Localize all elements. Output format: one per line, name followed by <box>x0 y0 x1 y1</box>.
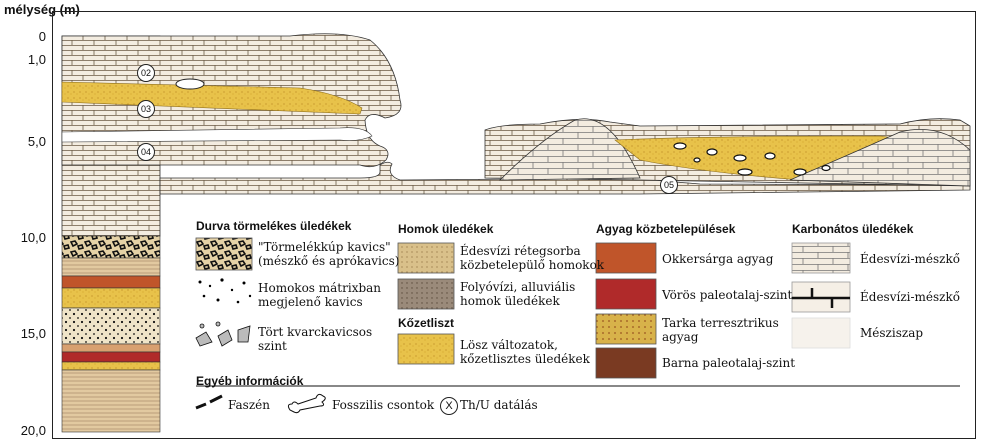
legend-heading-silt: Kőzetliszt <box>398 316 454 330</box>
depth-tick: 10,0 <box>2 230 46 245</box>
legend-heading-other: Egyéb információk <box>196 374 303 388</box>
depth-tick: 0 <box>2 29 46 44</box>
legend-item: homok üledékek <box>460 294 560 308</box>
legend-item: közbetelepülő homokok <box>460 258 604 272</box>
legend-heading-carbonate: Karbonátos üledékek <box>792 222 913 236</box>
legend-item: kőzetlisztes üledékek <box>460 352 590 366</box>
legend-item: Lösz változatok, <box>460 338 558 352</box>
legend-item: Fosszilis csontok <box>332 398 434 412</box>
depth-tick: 15,0 <box>2 326 46 341</box>
legend-item: Th/U datálás <box>460 398 538 412</box>
legend-item: Folyóvízi, alluviális <box>460 280 575 294</box>
legend-item: agyag <box>662 330 698 344</box>
depth-tick: 5,0 <box>2 134 46 149</box>
legend-item: Homokos mátrixban <box>258 281 381 295</box>
legend-item: Barna paleotalaj-szint <box>662 356 795 370</box>
sample-marker: 03 <box>137 100 155 118</box>
sample-marker: 05 <box>660 176 678 194</box>
dating-symbol: X <box>440 397 458 415</box>
depth-tick: 20,0 <box>2 423 46 438</box>
legend-heading-sand: Homok üledékek <box>398 222 493 236</box>
legend-item: szint <box>258 339 287 353</box>
legend-item: Tört kvarckavicsos <box>258 325 372 339</box>
legend-item: Tarka terresztrikus <box>662 316 779 330</box>
legend-heading-clay: Agyag közbetelepülések <box>596 222 735 236</box>
legend-item: Faszén <box>228 398 270 412</box>
legend-heading-coarse: Durva törmelékes üledékek <box>196 219 351 233</box>
sample-marker: 02 <box>137 64 155 82</box>
depth-tick: 1,0 <box>2 52 46 67</box>
legend-item: Édesvízi-mészkő <box>860 252 960 266</box>
legend-item: Édesvízi-mészkő <box>860 290 960 304</box>
legend-item: (mészkő és aprókavics) <box>258 254 399 268</box>
legend-item: Édesvízi rétegsorba <box>460 244 581 258</box>
legend-item: Vörös paleotalaj-szint <box>662 288 792 302</box>
legend-item: Mésziszap <box>860 326 923 340</box>
legend-item: "Törmelékkúp kavics" <box>258 240 391 254</box>
legend-item: Okkersárga agyag <box>662 252 773 266</box>
sample-marker: 04 <box>137 143 155 161</box>
legend-item: megjelenő kavics <box>258 295 363 309</box>
